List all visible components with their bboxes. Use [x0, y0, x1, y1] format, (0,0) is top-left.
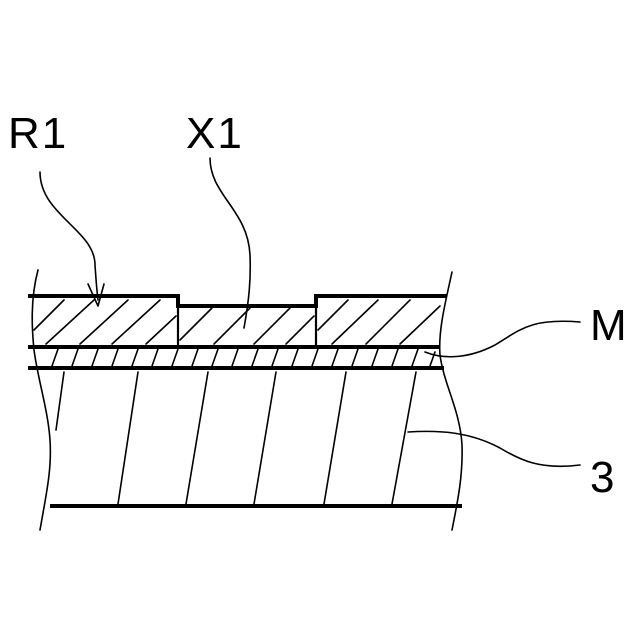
hatch-r1-left [34, 300, 176, 344]
top-layer [30, 296, 445, 346]
label-r1: R1 [8, 109, 68, 158]
leader-m [425, 321, 580, 357]
substrate-layer-3 [52, 372, 460, 506]
leader-three [408, 431, 580, 466]
label-three: 3 [590, 453, 616, 502]
left-break-line [32, 270, 50, 530]
leader-r1-line [40, 172, 98, 300]
layer-m [30, 347, 442, 368]
hatch-substrate [56, 372, 416, 504]
label-m: M [590, 301, 629, 350]
leader-r1 [40, 172, 104, 306]
right-break-line [440, 272, 462, 530]
label-x1: X1 [186, 109, 244, 158]
leader-x1 [210, 158, 250, 328]
hatch-r1-right [318, 300, 440, 344]
hatch-m [52, 349, 435, 366]
